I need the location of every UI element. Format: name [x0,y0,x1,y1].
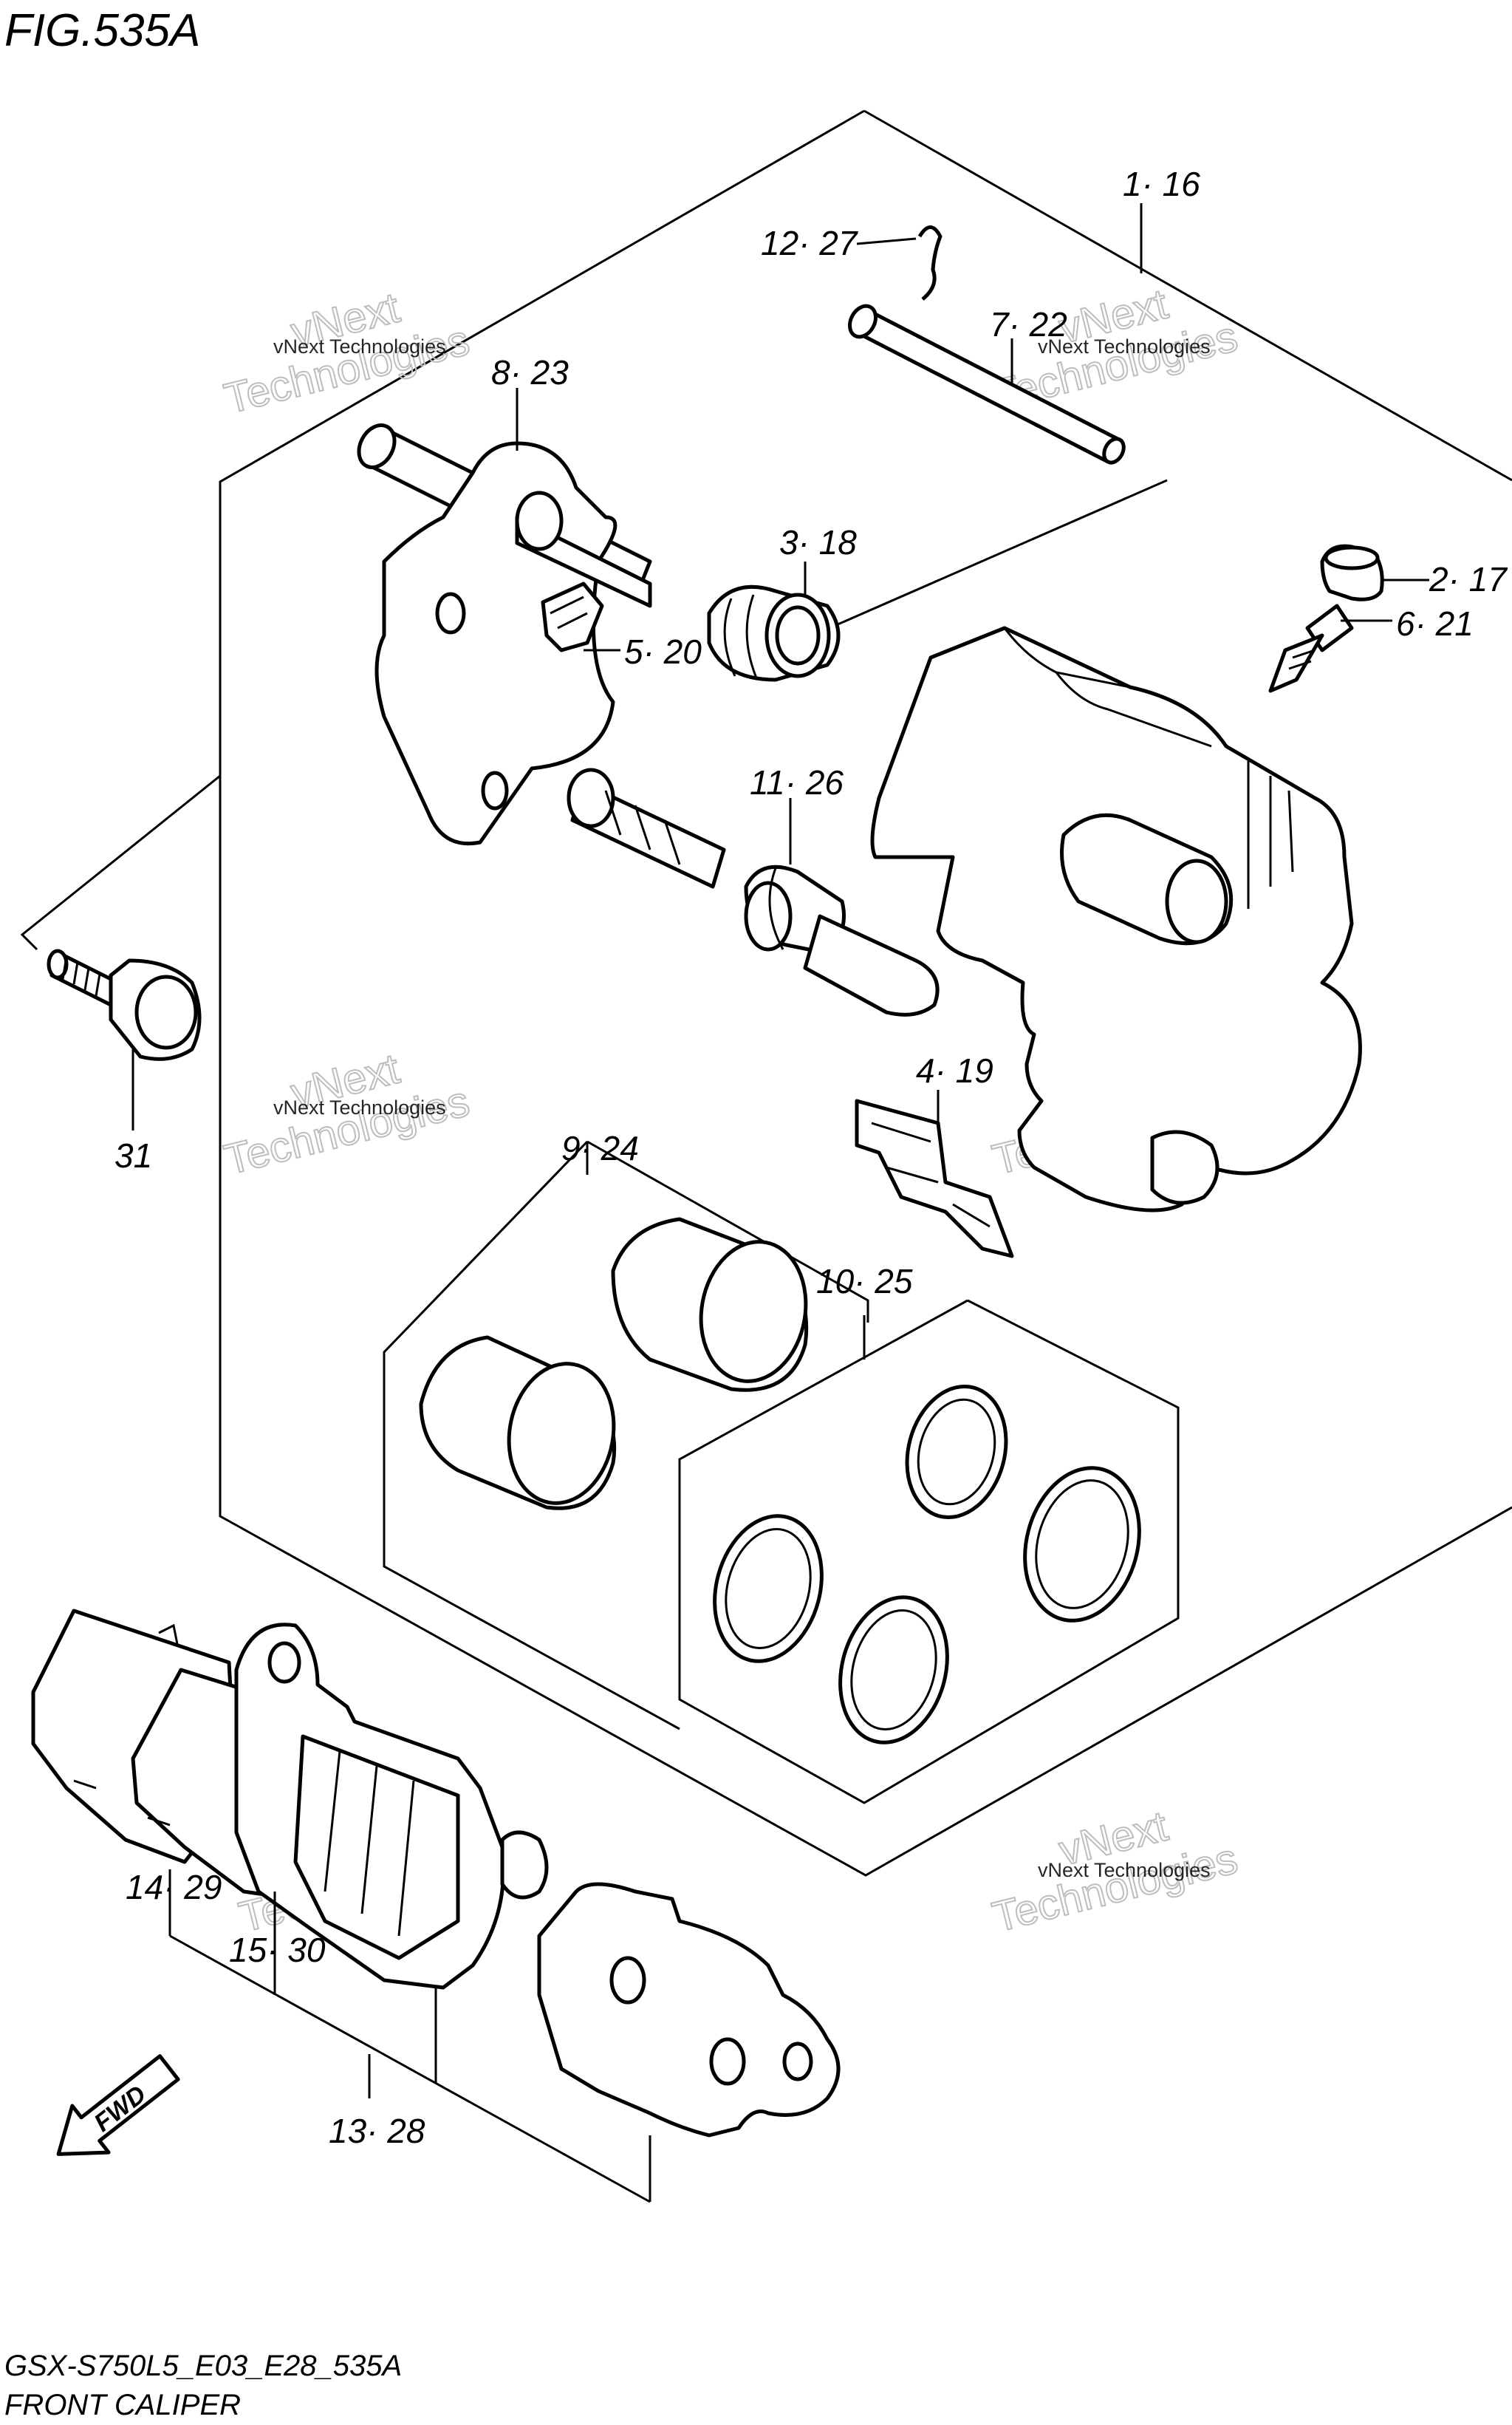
callout-1-16: 1· 16 [1123,165,1200,203]
part-caliper-body-1-16 [870,626,1362,1212]
callout-13-28: 13· 28 [329,2112,425,2150]
callout-10-25: 10· 25 [816,1262,913,1300]
watermark: Technologies vNext vNext Technologies [219,283,474,424]
svg-text:vNext Technologies: vNext Technologies [1038,335,1211,358]
leader-lines [20,203,1429,2203]
part-bracket-8-23 [357,423,726,889]
svg-text:vNext Technologies: vNext Technologies [273,335,446,358]
part-pin-7-22 [847,304,1126,465]
callout-labels: 1· 16 12· 27 7· 22 8· 23 3· 18 2· 17 5· … [114,165,1508,2150]
part-pads-13-28 [234,1623,841,2138]
callout-14-29: 14· 29 [126,1868,222,1906]
callout-3-18: 3· 18 [779,523,857,562]
callout-31: 31 [114,1136,152,1175]
part-cap-2-17 [1320,544,1384,601]
callout-2-17: 2· 17 [1429,560,1508,598]
watermark: Technologies vNext vNext Technologies [987,1801,1242,1943]
callout-12-27: 12· 27 [761,224,858,262]
callout-9-24: 9· 24 [561,1129,639,1167]
callout-6-21: 6· 21 [1396,604,1474,643]
part-bolt-31 [47,949,202,1061]
callout-8-23: 8· 23 [491,353,569,392]
section-name: FRONT CALIPER [4,2389,241,2421]
svg-text:vNext Technologies: vNext Technologies [1038,1859,1211,1881]
part-clip-12-27 [917,225,943,301]
part-pin-boot-11-26 [744,864,940,1017]
part-spring-5-20 [541,581,604,652]
callout-5-20: 5· 20 [624,632,702,671]
part-boot-3-18 [707,584,841,682]
part-pistons-9-24 [383,1140,869,1730]
svg-text:vNext Technologies: vNext Technologies [273,1096,446,1119]
watermark: Technologies vNext vNext Technologies [219,1044,474,1185]
figure-title: FIG.535A [4,5,200,56]
callout-7-22: 7· 22 [990,305,1067,344]
part-pad-spring-4-19 [855,1099,1014,1258]
callout-15-30: 15· 30 [229,1931,326,1969]
fwd-arrow-icon: FWD [56,2054,180,2156]
assembly-boundary [219,109,1512,1877]
callout-11-26: 11· 26 [750,763,844,802]
callout-4-19: 4· 19 [916,1051,993,1090]
model-code: GSX-S750L5_E03_E28_535A [4,2350,402,2382]
part-seals-10-25 [678,1299,1180,1804]
part-bleeder-6-21 [1268,604,1354,693]
